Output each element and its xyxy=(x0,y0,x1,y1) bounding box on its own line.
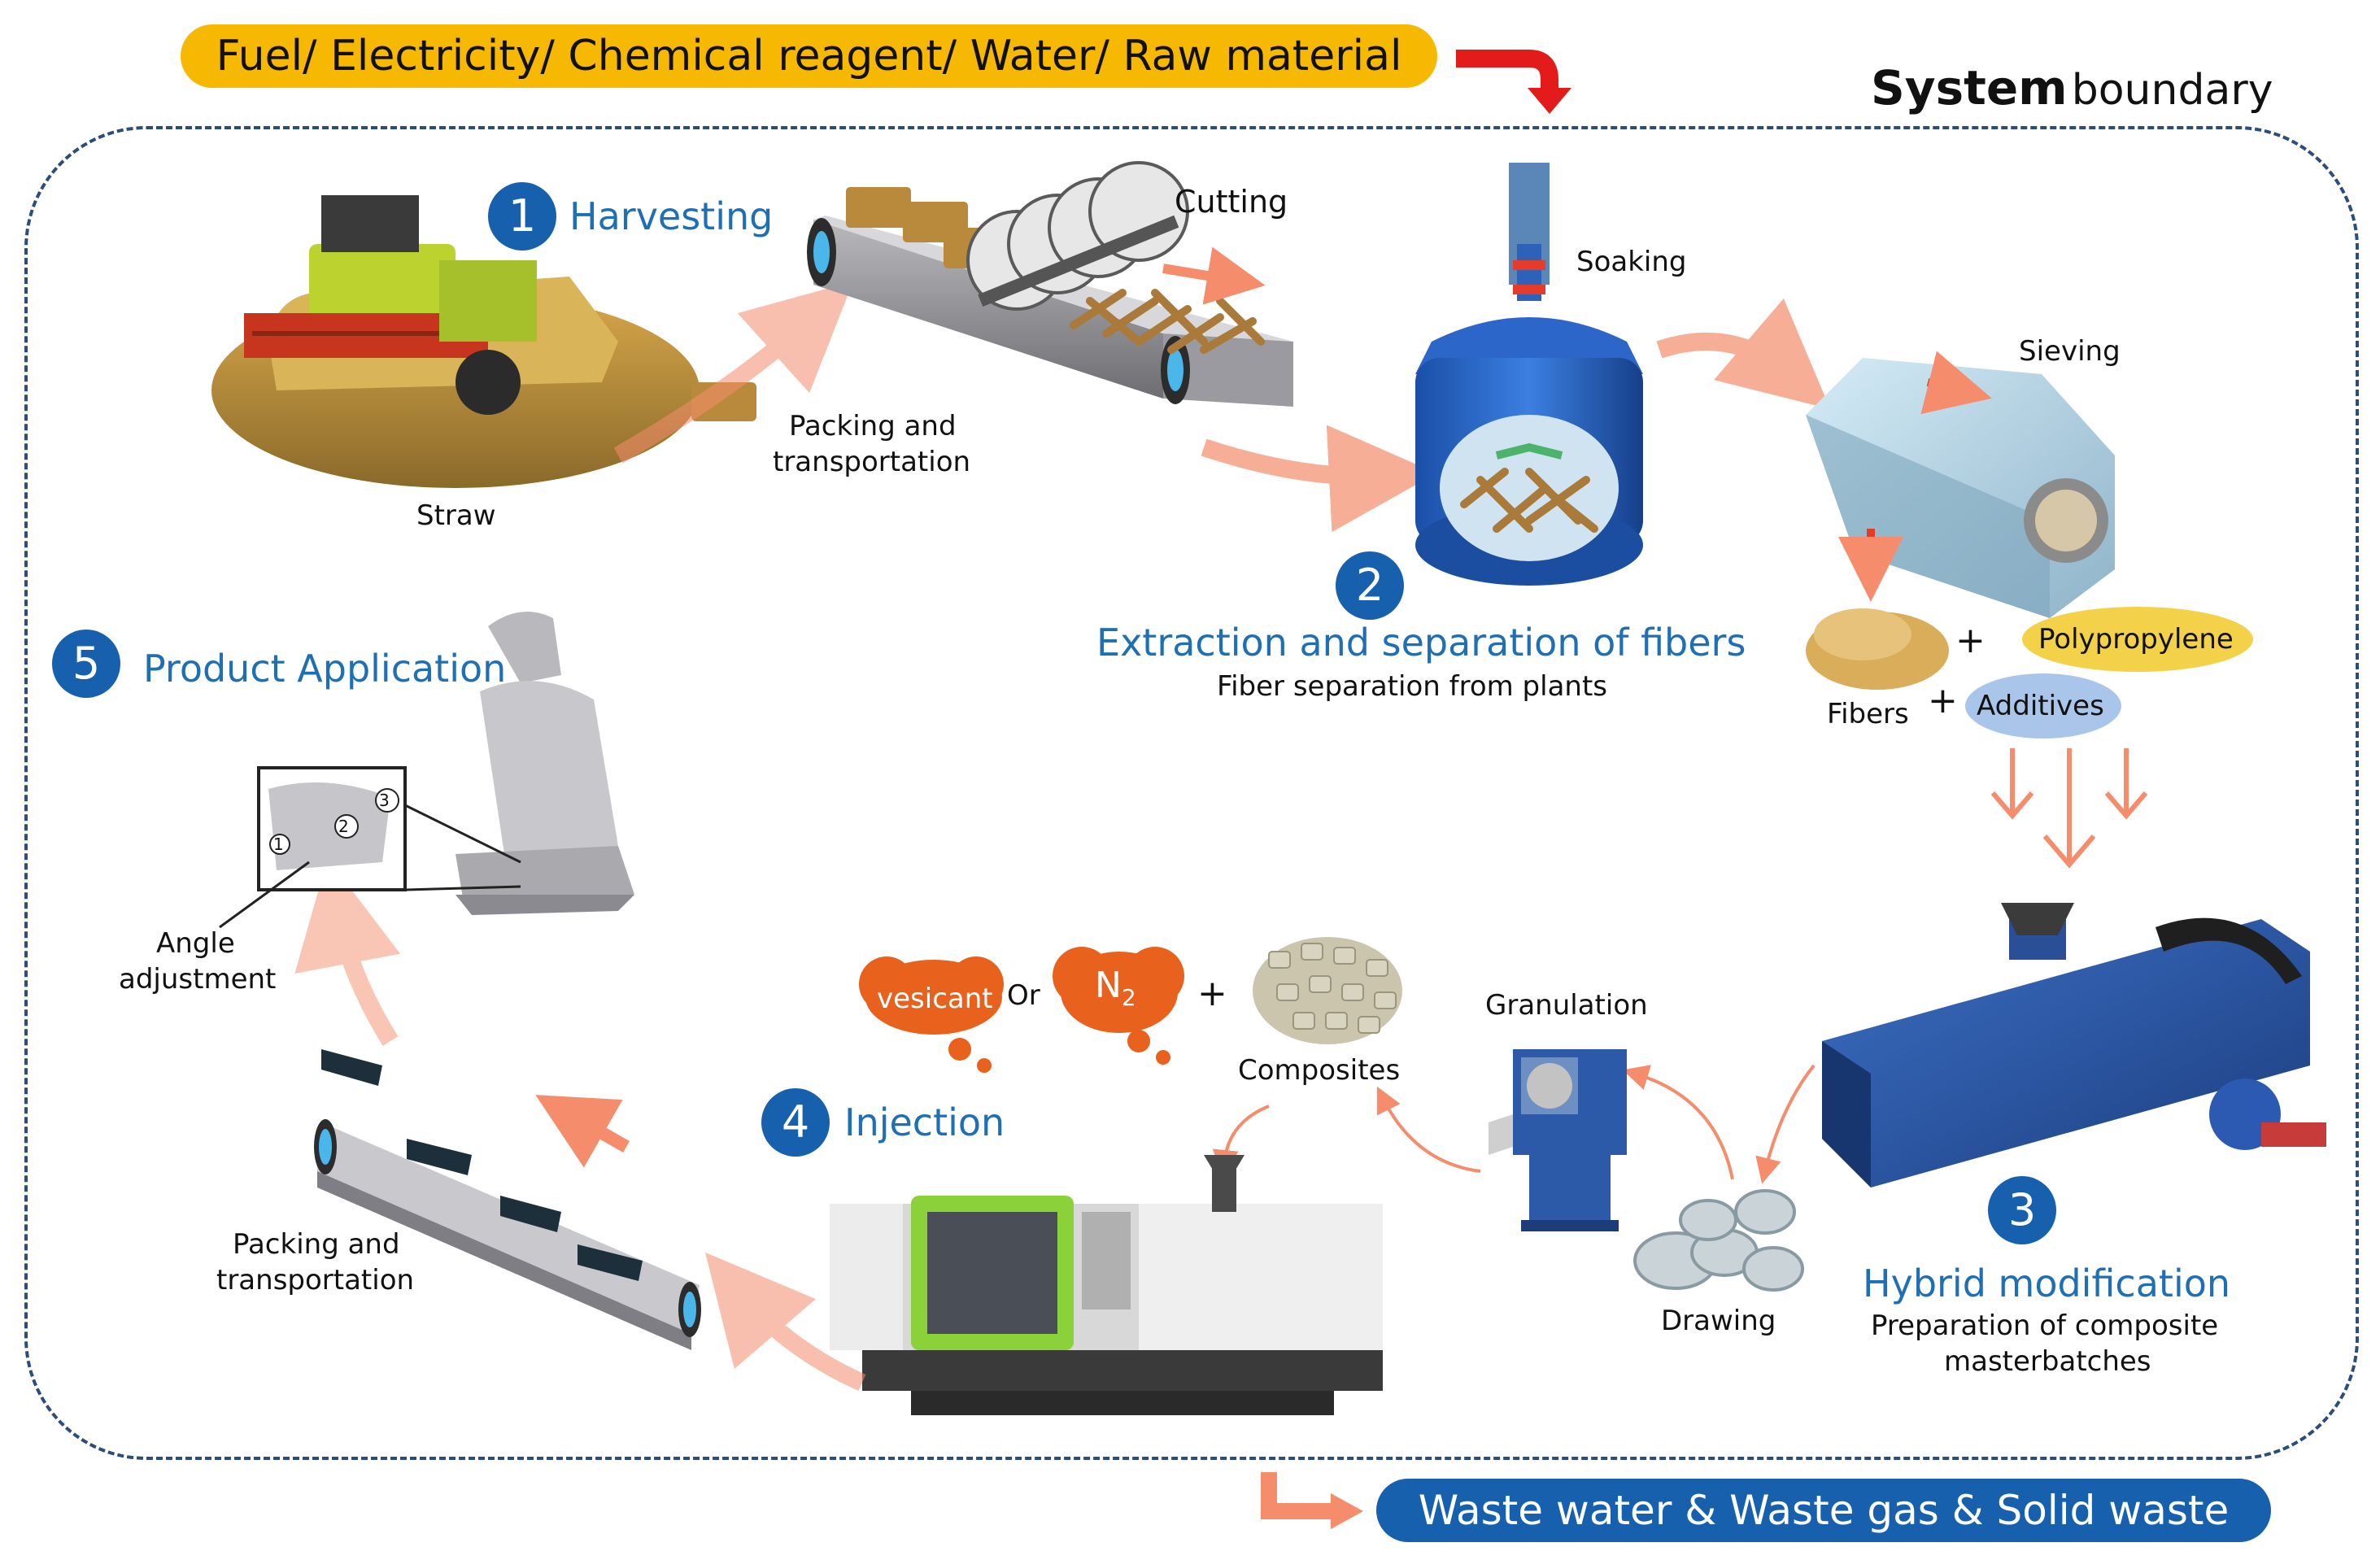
inputs-pill: Fuel/ Electricity/ Chemical reagent/ Wat… xyxy=(181,24,1437,88)
step-3-subtitle-line2: masterbatches xyxy=(1944,1345,2151,1378)
flow-arrow-4 xyxy=(705,1252,866,1392)
label-soaking: Soaking xyxy=(1576,246,1687,278)
plus-sign-2: + xyxy=(1928,680,1958,721)
soaking-tank xyxy=(1415,163,1643,586)
step-1-title: Harvesting xyxy=(569,194,774,238)
step-3-badge: 3 xyxy=(1988,1176,2056,1244)
step-3-title: Hybrid modification xyxy=(1863,1262,2231,1305)
label-angle-line2: adjustment xyxy=(119,963,277,996)
extruder-machine xyxy=(1822,903,2326,1187)
conveyor-product xyxy=(314,1049,701,1350)
step-5-title: Product Application xyxy=(143,647,507,691)
label-polypropylene: Polypropylene xyxy=(2038,623,2234,656)
seat-detail-inset xyxy=(219,766,521,929)
vesicant-bubble xyxy=(859,956,1004,1073)
label-or: Or xyxy=(1007,979,1040,1012)
flow-arrow-1 xyxy=(613,281,854,464)
n2-subscript: 2 xyxy=(1121,983,1136,1011)
label-fibers: Fibers xyxy=(1827,698,1909,730)
product-direction-arrow xyxy=(535,1095,630,1168)
output-arrow xyxy=(1261,1472,1334,1519)
flow-arrow-3 xyxy=(1656,298,1831,409)
system-boundary-frame xyxy=(24,126,2359,1460)
harvester-illustration xyxy=(211,195,700,488)
sieving-machine xyxy=(1806,351,2115,618)
step-3-subtitle-line1: Preparation of composite xyxy=(1871,1309,2219,1342)
flow-arrow-drawing-granulation xyxy=(1622,1065,1734,1180)
n2-bubble xyxy=(1053,947,1184,1065)
plus-sign-3: + xyxy=(1197,973,1227,1014)
label-additives: Additives xyxy=(1977,690,2104,722)
cut-direction-arrow xyxy=(1162,246,1266,305)
step-1-badge: 1 xyxy=(488,182,556,251)
system-boundary-title: System boundary xyxy=(1871,60,2273,115)
label-packing-1-line2: transportation xyxy=(773,446,971,478)
label-cutting: Cutting xyxy=(1175,184,1288,220)
flow-arrow-extruder-drawing xyxy=(1755,1064,1816,1184)
label-granulation: Granulation xyxy=(1485,989,1648,1022)
system-boundary-rest: boundary xyxy=(2071,66,2273,115)
seat-mark-2: 2 xyxy=(338,817,349,836)
label-packing-1-line1: Packing and xyxy=(789,410,957,442)
n2-symbol: N xyxy=(1095,965,1122,1006)
converging-arrows xyxy=(1990,748,2148,869)
flow-arrow-2 xyxy=(1201,425,1436,533)
flow-arrow-composites-injection xyxy=(1212,1105,1270,1176)
polypropylene-oval xyxy=(2022,607,2253,672)
input-arrowhead xyxy=(1528,88,1571,114)
system-boundary-bold: System xyxy=(1871,60,2068,115)
flow-arrow-5 xyxy=(294,858,401,1046)
drawing-coils xyxy=(1633,1189,1804,1292)
fibers-pile xyxy=(1806,608,1949,690)
plus-sign-1: + xyxy=(1955,620,1986,661)
step-4-badge: 4 xyxy=(761,1088,830,1157)
conveyor-cutting xyxy=(807,161,1293,407)
label-sieving: Sieving xyxy=(2019,335,2121,368)
car-seat-illustration xyxy=(456,612,634,915)
step-2-badge: 2 xyxy=(1336,551,1404,620)
input-arrow xyxy=(1456,50,1558,91)
additives-oval xyxy=(1965,673,2121,739)
step-2-subtitle: Fiber separation from plants xyxy=(1217,670,1608,703)
step-2-title: Extraction and separation of fibers xyxy=(1096,621,1746,665)
label-packing-2-line2: transportation xyxy=(216,1264,415,1296)
label-n2: N2 xyxy=(1095,968,1136,1016)
composites-pellets xyxy=(1253,937,1402,1044)
seat-mark-3: 3 xyxy=(379,791,390,810)
injection-machine xyxy=(830,1155,1383,1415)
label-straw: Straw xyxy=(416,499,496,532)
label-packing-2-line1: Packing and xyxy=(233,1228,400,1261)
step-5-badge: 5 xyxy=(52,630,120,698)
seat-mark-1: 1 xyxy=(273,834,284,854)
step-4-title: Injection xyxy=(844,1100,1005,1144)
label-drawing: Drawing xyxy=(1661,1305,1776,1337)
label-composites: Composites xyxy=(1238,1054,1401,1087)
flow-arrow-granulation-composites xyxy=(1376,1086,1481,1173)
granulation-machine xyxy=(1489,1049,1627,1231)
outputs-pill: Waste water & Waste gas & Solid waste xyxy=(1376,1479,2271,1542)
label-angle-line1: Angle xyxy=(156,927,235,960)
label-vesicant: vesicant xyxy=(877,983,993,1015)
